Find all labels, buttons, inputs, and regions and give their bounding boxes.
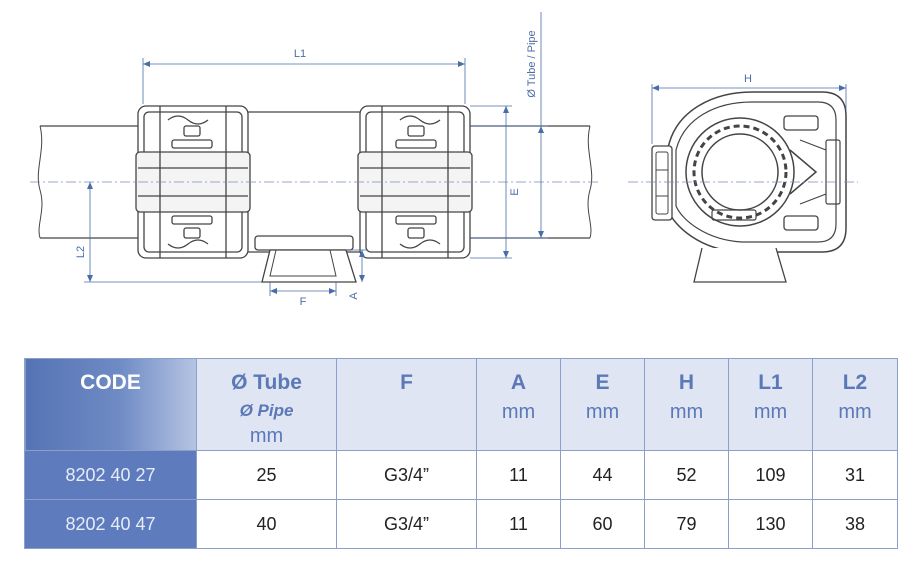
front-dimensions: [651, 84, 847, 144]
header-l1-title: L1: [758, 371, 783, 394]
header-tube-sub: Ø Pipe: [239, 401, 294, 420]
front-view: [628, 91, 858, 283]
table-header-row: CODE Ø Tube Ø Pipe mm F A mm E mm H mm L…: [24, 358, 898, 451]
table-row: 8202 40 47 40 G3/4” 11 60 79 130 38: [24, 499, 898, 549]
spec-table: CODE Ø Tube Ø Pipe mm F A mm E mm H mm L…: [24, 358, 898, 549]
header-f: F: [336, 358, 477, 451]
header-tube-title: Ø Tube: [231, 371, 302, 394]
bottom-outlet: [254, 235, 357, 283]
cell-l1: 109: [728, 450, 813, 500]
dim-label-h: H: [744, 73, 752, 85]
header-e-unit: mm: [585, 401, 620, 423]
cell-a: 11: [476, 450, 561, 500]
header-tube: Ø Tube Ø Pipe mm: [196, 358, 337, 451]
cell-e: 60: [560, 499, 645, 549]
dim-label-l2: L2: [75, 246, 87, 258]
cell-tube: 40: [196, 499, 337, 549]
header-l2-unit: mm: [838, 401, 872, 423]
technical-drawing: L1 Ø Tube / Pipe E L2 F A H: [30, 12, 858, 308]
side-dimensions: [84, 12, 548, 296]
cell-code: 8202 40 47: [24, 499, 197, 549]
header-l1-unit: mm: [753, 401, 788, 423]
cell-f: G3/4”: [336, 450, 477, 500]
table-row: 8202 40 27 25 G3/4” 11 44 52 109 31: [24, 450, 898, 500]
header-f-title: F: [400, 371, 413, 394]
dim-label-e: E: [509, 188, 521, 195]
header-a-title: A: [510, 371, 527, 394]
header-l1: L1 mm: [728, 358, 813, 451]
dim-label-l1: L1: [294, 48, 306, 60]
header-e: E mm: [560, 358, 645, 451]
header-code-label: CODE: [80, 371, 141, 394]
header-l2: L2 mm: [812, 358, 898, 451]
cell-tube: 25: [196, 450, 337, 500]
cell-f: G3/4”: [336, 499, 477, 549]
cell-a: 11: [476, 499, 561, 549]
header-code: CODE: [24, 358, 197, 451]
cell-l2: 38: [812, 499, 898, 549]
header-e-title: E: [595, 371, 610, 394]
cell-e: 44: [560, 450, 645, 500]
cell-l2: 31: [812, 450, 898, 500]
cell-h: 52: [644, 450, 729, 500]
dim-label-f: F: [300, 296, 307, 308]
cell-l1: 130: [728, 499, 813, 549]
cell-h: 79: [644, 499, 729, 549]
header-h-unit: mm: [669, 401, 704, 423]
header-l2-title: L2: [842, 371, 868, 394]
header-a-unit: mm: [501, 401, 536, 423]
header-h: H mm: [644, 358, 729, 451]
front-view-outlet: [693, 247, 787, 283]
cell-code: 8202 40 27: [24, 450, 197, 500]
header-a: A mm: [476, 358, 561, 451]
dim-label-tube-pipe: Ø Tube / Pipe: [526, 30, 538, 97]
header-h-title: H: [678, 371, 695, 394]
side-view: [30, 105, 600, 283]
dim-label-a: A: [348, 292, 360, 300]
header-tube-unit: mm: [249, 425, 284, 447]
